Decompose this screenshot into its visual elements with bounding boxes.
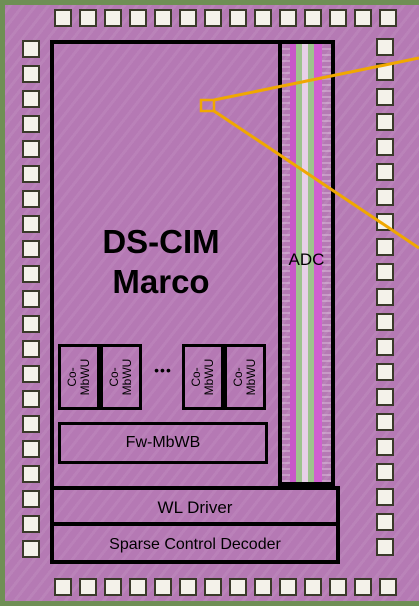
- io-pad: [376, 338, 394, 356]
- io-pad: [22, 465, 40, 483]
- io-pad: [22, 390, 40, 408]
- die-edge-left: [0, 0, 5, 606]
- io-pad: [376, 538, 394, 556]
- io-pad: [376, 163, 394, 181]
- io-pad: [376, 313, 394, 331]
- die-edge-bottom: [0, 601, 419, 606]
- io-pad: [329, 9, 347, 27]
- io-pad: [204, 9, 222, 27]
- zoom-line-lower: [213, 109, 419, 250]
- macro-title-line1: DS-CIM: [102, 223, 220, 260]
- io-pad: [22, 490, 40, 508]
- zoom-marker-box: [199, 98, 216, 113]
- zoom-line-upper: [213, 56, 419, 102]
- co-mbwu-cell: Co-MbWU: [224, 344, 266, 410]
- io-pad: [379, 9, 397, 27]
- io-pad: [54, 578, 72, 596]
- die-edge-top: [0, 0, 419, 5]
- io-pad: [376, 288, 394, 306]
- io-pad: [104, 9, 122, 27]
- co-mbwu-cell: Co-MbWU: [100, 344, 142, 410]
- io-pad: [79, 578, 97, 596]
- io-pad: [376, 488, 394, 506]
- io-pad: [154, 9, 172, 27]
- io-pad: [376, 38, 394, 56]
- io-pad: [204, 578, 222, 596]
- io-pad: [329, 578, 347, 596]
- io-pad: [376, 88, 394, 106]
- io-pad: [154, 578, 172, 596]
- io-pad: [129, 9, 147, 27]
- io-pad: [22, 340, 40, 358]
- sparse-control-decoder-block: Sparse Control Decoder: [50, 522, 340, 564]
- co-mbwu-cell: Co-MbWU: [182, 344, 224, 410]
- adc-column: [278, 40, 335, 486]
- io-pad: [376, 113, 394, 131]
- fw-mbwb-label: Fw-MbWB: [125, 434, 201, 451]
- io-pad: [79, 9, 97, 27]
- io-pad: [22, 415, 40, 433]
- wl-driver-block: WL Driver: [50, 486, 340, 526]
- io-pad: [376, 138, 394, 156]
- io-pad: [22, 365, 40, 383]
- io-pad: [104, 578, 122, 596]
- io-pad: [22, 115, 40, 133]
- io-pad: [279, 578, 297, 596]
- macro-title: DS-CIM Marco: [50, 222, 272, 302]
- io-pad: [229, 578, 247, 596]
- io-pad: [22, 515, 40, 533]
- io-pad: [376, 263, 394, 281]
- io-pad: [304, 9, 322, 27]
- io-pad: [22, 40, 40, 58]
- cell-ellipsis: •••: [154, 362, 172, 378]
- io-pad: [22, 140, 40, 158]
- io-pad: [376, 463, 394, 481]
- io-pad: [129, 578, 147, 596]
- io-pad: [376, 438, 394, 456]
- io-pad: [179, 9, 197, 27]
- io-pad: [22, 90, 40, 108]
- io-pad: [22, 290, 40, 308]
- wl-driver-label: WL Driver: [157, 498, 233, 517]
- io-pad: [376, 513, 394, 531]
- io-pad: [22, 540, 40, 558]
- co-mbwu-cell: Co-MbWU: [58, 344, 100, 410]
- io-pad: [22, 215, 40, 233]
- io-pad: [304, 578, 322, 596]
- io-pad: [376, 413, 394, 431]
- io-pad: [54, 9, 72, 27]
- io-pad: [376, 388, 394, 406]
- adc-label: ADC: [288, 250, 325, 269]
- io-pad: [22, 240, 40, 258]
- sparse-control-decoder-label: Sparse Control Decoder: [109, 536, 281, 553]
- io-pad: [354, 9, 372, 27]
- io-pad: [22, 65, 40, 83]
- io-pad: [376, 363, 394, 381]
- fw-mbwb-block: Fw-MbWB: [58, 422, 268, 464]
- io-pad: [279, 9, 297, 27]
- io-pad: [22, 190, 40, 208]
- io-pad: [376, 188, 394, 206]
- io-pad: [376, 238, 394, 256]
- io-pad: [254, 9, 272, 27]
- io-pad: [22, 165, 40, 183]
- io-pad: [354, 578, 372, 596]
- io-pad: [22, 315, 40, 333]
- io-pad: [22, 265, 40, 283]
- io-pad: [22, 440, 40, 458]
- io-pad: [179, 578, 197, 596]
- io-pad: [229, 9, 247, 27]
- macro-title-line2: Marco: [112, 263, 210, 300]
- io-pad: [254, 578, 272, 596]
- io-pad: [379, 578, 397, 596]
